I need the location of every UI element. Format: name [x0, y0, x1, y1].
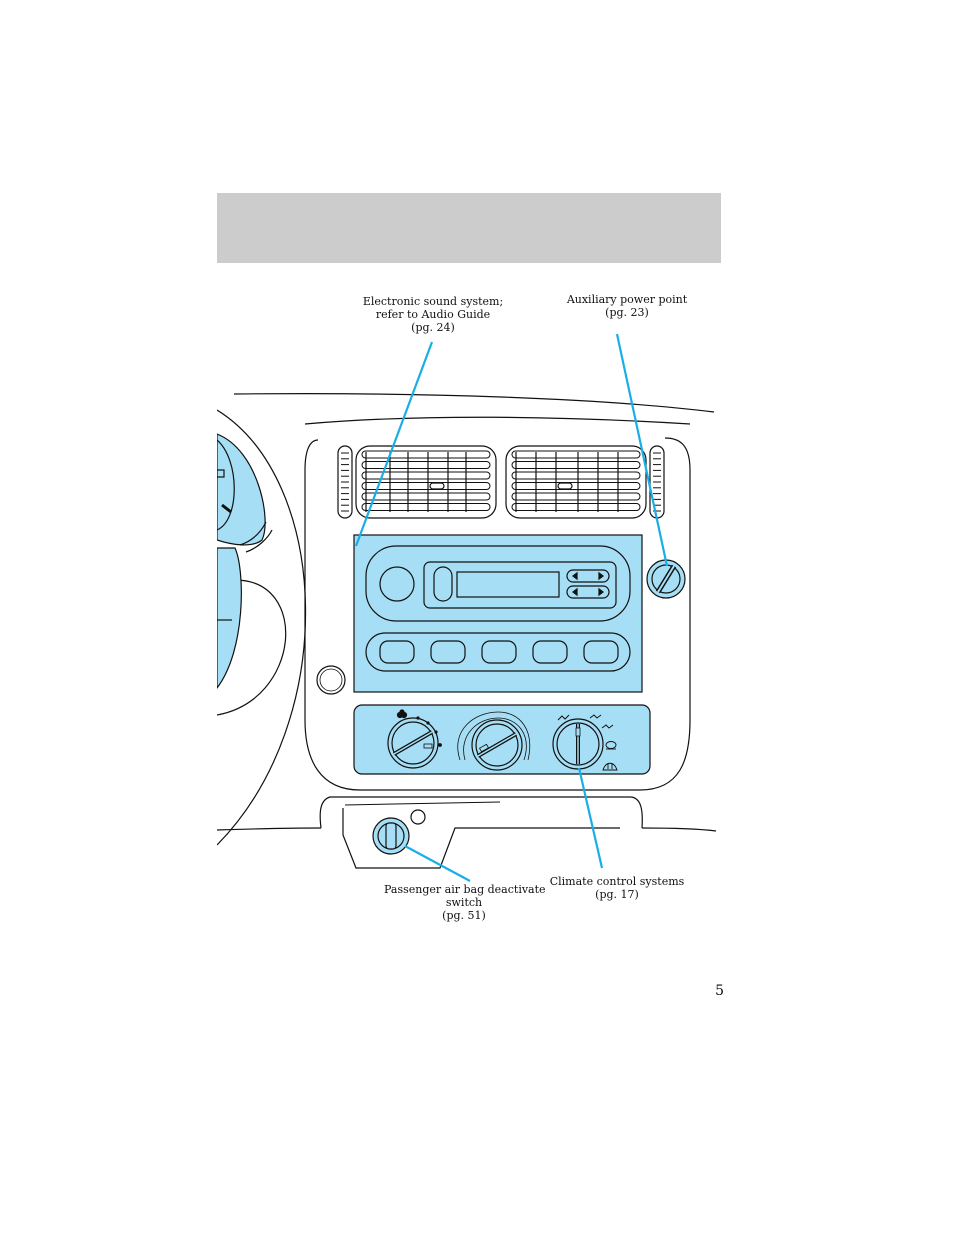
preset-button-2 — [430, 640, 466, 664]
callout-airbag-line-1: Passenger air bag deactivate — [384, 883, 546, 896]
gauge-needle — [221, 503, 232, 514]
vent-louver — [511, 471, 641, 480]
callout-aux-power: Auxiliary power point (pg. 23) — [537, 293, 717, 319]
vent-louver — [511, 492, 641, 501]
dashboard-inner-edge — [304, 416, 691, 425]
callout-aux-line-2: (pg. 23) — [605, 306, 649, 319]
preset-button-3 — [481, 640, 517, 664]
vent-louver — [511, 503, 641, 511]
fan-speed-icon — [396, 709, 442, 747]
center-stack-outline — [304, 437, 691, 791]
preset-button-1 — [379, 640, 415, 664]
radio-display — [456, 571, 560, 598]
aux-power-point — [646, 559, 686, 599]
vent-louver — [511, 450, 641, 459]
vent-louver — [511, 482, 641, 490]
vent-louver — [361, 482, 491, 490]
callout-climate-line-2: (pg. 17) — [595, 888, 639, 901]
preset-button-4 — [532, 640, 568, 664]
dash-lower-edge-right — [641, 827, 717, 832]
vent-louver — [361, 492, 491, 501]
callout-sound-line-3: (pg. 24) — [411, 321, 455, 334]
airbag-switch-bezel — [342, 808, 620, 869]
callout-sound-system: Electronic sound system; refer to Audio … — [343, 295, 523, 334]
recirculation-icon — [605, 741, 617, 750]
dashboard-top-edge — [233, 393, 715, 413]
mode-selector-icon — [557, 714, 614, 729]
leader-line-sound — [354, 341, 434, 547]
vent-louver — [361, 471, 491, 480]
instrument-cluster — [217, 433, 266, 546]
vent-louver — [361, 450, 491, 459]
vent-side-left — [337, 445, 353, 519]
callout-airbag-line-3: (pg. 51) — [442, 909, 486, 922]
callout-sound-line-1: Electronic sound system; — [362, 295, 504, 308]
gauge-arc — [217, 439, 235, 531]
volume-knob — [379, 566, 415, 602]
fan-speed-knob — [387, 717, 439, 769]
mode-selector-knob — [552, 718, 604, 770]
section-header-band — [217, 193, 721, 263]
vent-louver — [361, 503, 491, 511]
callout-airbag-line-2: switch — [445, 896, 483, 909]
callout-aux-line-1: Auxiliary power point — [566, 293, 688, 306]
dash-lower-edge-left — [217, 827, 322, 831]
page-number: 5 — [715, 983, 724, 999]
leader-line-airbag — [404, 845, 471, 882]
steering-wheel-spoke — [217, 579, 287, 716]
callout-climate-line-1: Climate control systems — [549, 875, 685, 888]
eject-button — [433, 566, 453, 602]
callout-sound-line-2: refer to Audio Guide — [375, 308, 491, 321]
vent-louver — [361, 461, 491, 469]
passenger-airbag-switch — [372, 817, 410, 855]
fuel-icon — [217, 469, 225, 478]
callout-airbag-switch: Passenger air bag deactivate switch (pg.… — [384, 883, 546, 922]
leader-line-aux — [615, 333, 669, 567]
temperature-knob — [457, 711, 530, 771]
leader-line-climate — [577, 767, 604, 869]
lower-console-upper — [319, 796, 643, 829]
dash-plug — [316, 665, 346, 695]
radio-panel — [353, 534, 643, 693]
callout-climate-control: Climate control systems (pg. 17) — [537, 875, 697, 901]
vent-louver — [511, 461, 641, 469]
defrost-icon — [602, 762, 618, 771]
preset-button-5 — [583, 640, 619, 664]
column-shroud — [217, 547, 242, 689]
climate-panel — [353, 704, 651, 775]
